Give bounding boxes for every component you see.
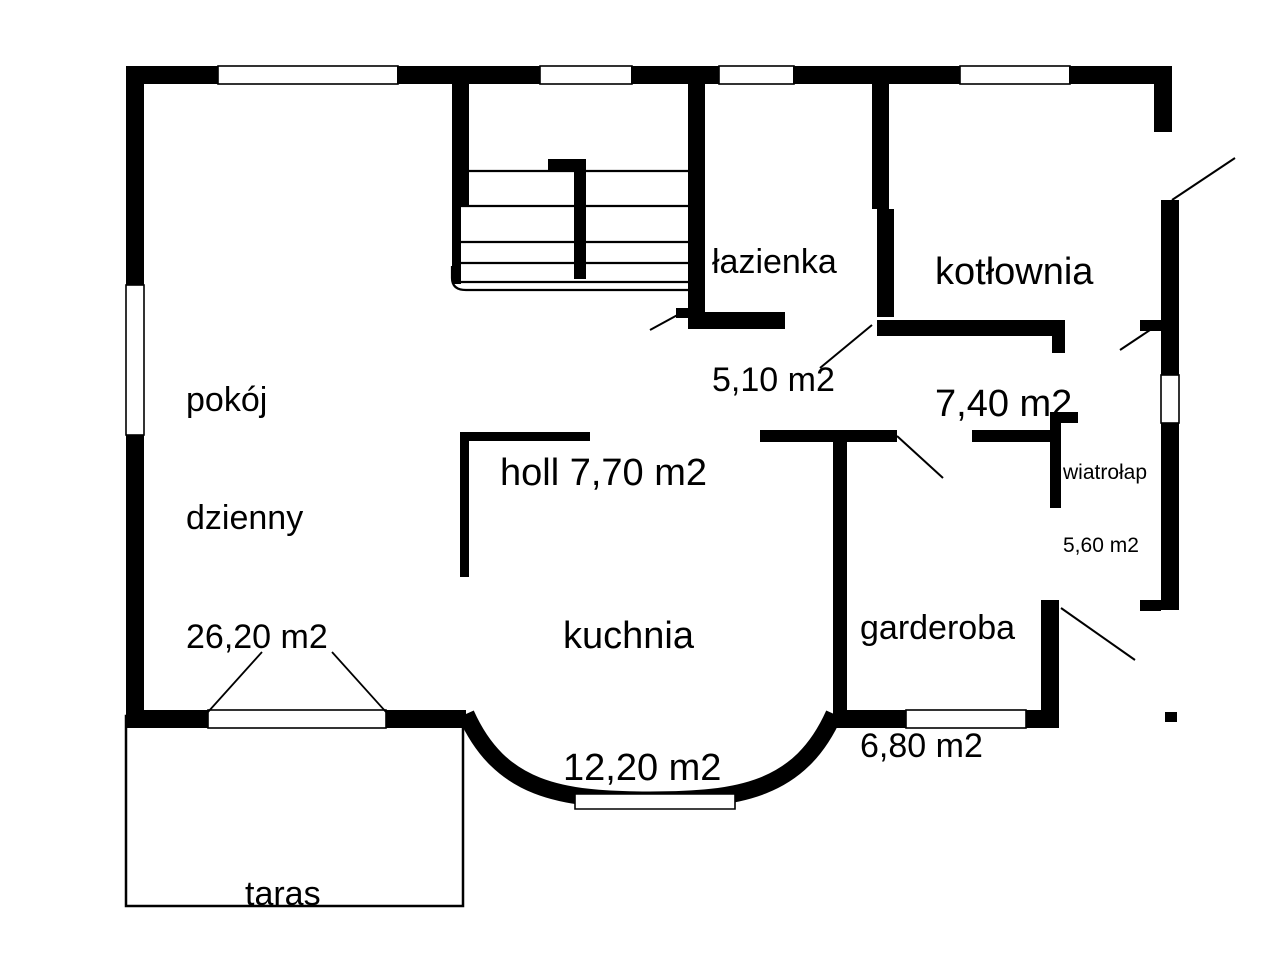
wall-boiler-west-upper	[872, 66, 889, 209]
wall-vestibule-left-lower	[1041, 600, 1059, 728]
room-area-vestibule: 5,60 m2	[1063, 533, 1139, 557]
wall-right-upper-stub	[1154, 66, 1172, 132]
wall-boiler-south	[877, 320, 1059, 336]
room-label-bathroom: łazienka 5,10 m2	[712, 164, 837, 480]
window-right-1	[1160, 374, 1180, 424]
wall-right-jog-lower	[1140, 600, 1161, 611]
stair-newel-post	[574, 159, 586, 279]
wall-vestibule-north-stub	[1050, 412, 1078, 423]
room-name-wardrobe: garderoba	[860, 608, 1016, 647]
wall-kitchen-partition-left	[460, 432, 469, 577]
room-area-wardrobe: 6,80 m2	[860, 727, 983, 766]
wall-right-segment-lower	[1161, 423, 1179, 610]
terrace-outline	[124, 714, 465, 908]
wall-kitchen-partition-top	[460, 432, 590, 441]
room-area-boiler-room: 7,40 m2	[935, 383, 1073, 426]
door-markers	[207, 157, 1236, 713]
wall-right-jog-upper	[1140, 320, 1161, 331]
door-bathroom-jamb	[676, 308, 696, 318]
window-left-1	[125, 284, 145, 436]
staircase-icon	[450, 159, 688, 292]
wall-boiler-south-stub	[1052, 320, 1065, 353]
wall-left-lower	[126, 435, 144, 723]
wall-right-segment-upper	[1161, 200, 1179, 375]
wall-left-upper	[126, 66, 144, 285]
wall-bottom-segment-3	[833, 710, 906, 728]
wall-stair-stringer-left	[452, 206, 461, 284]
wall-wardrobe-north-right	[972, 430, 1050, 442]
wall-kitchen-wardrobe	[833, 430, 847, 715]
exterior-walls	[125, 65, 1180, 729]
room-label-wardrobe: garderoba 6,80 m2	[860, 530, 1015, 846]
wall-wardrobe-north-left	[760, 430, 897, 442]
window-top-3	[718, 65, 795, 85]
floor-level-label: parter	[976, 891, 1075, 965]
wall-bathroom-south	[688, 312, 785, 329]
room-inline-label-hall: holl 7,70 m2	[500, 452, 708, 495]
room-label-hall: holl 7,70 m2	[500, 363, 707, 583]
window-top-4	[959, 65, 1071, 85]
room-name-kitchen: kuchnia	[563, 615, 694, 658]
room-name-boiler-room: kotłownia	[935, 251, 1094, 294]
curved-bay-window	[458, 710, 842, 810]
wall-top-segment-1	[126, 66, 218, 84]
room-name-living-room-line1: pokój	[186, 380, 268, 419]
room-name-living-room-line2: dzienny	[186, 499, 304, 538]
room-name-terrace: taras	[245, 874, 321, 913]
wall-livingroom-hall-upper	[452, 66, 469, 206]
wall-boiler-west-lower	[877, 209, 894, 317]
room-name-vestibule: wiatrołap	[1063, 460, 1148, 484]
room-area-living-room: 26,20 m2	[186, 617, 328, 656]
room-label-terrace: taras	[245, 796, 321, 965]
room-area-bathroom: 5,10 m2	[712, 361, 835, 400]
wall-right-corner-dot	[1165, 712, 1177, 722]
wall-bottom-segment-2	[386, 710, 466, 728]
room-label-living-room: pokój dzienny 26,20 m2	[186, 302, 328, 736]
window-top-1	[217, 65, 399, 85]
room-label-vestibule: wiatrołap 5,60 m2	[1063, 412, 1147, 607]
room-label-boiler-room: kotłownia 7,40 m2	[935, 162, 1093, 515]
room-name-bathroom: łazienka	[712, 242, 837, 281]
room-label-kitchen: kuchnia 12,20 m2	[563, 526, 721, 879]
wall-top-segment-3	[631, 66, 719, 84]
wall-vestibule-west-upper	[1050, 412, 1061, 508]
wall-bathroom-west	[688, 66, 705, 321]
wall-bottom-segment-1	[126, 710, 208, 728]
window-top-2	[539, 65, 633, 85]
room-area-kitchen: 12,20 m2	[563, 747, 722, 790]
wall-top-segment-5	[1069, 66, 1172, 84]
